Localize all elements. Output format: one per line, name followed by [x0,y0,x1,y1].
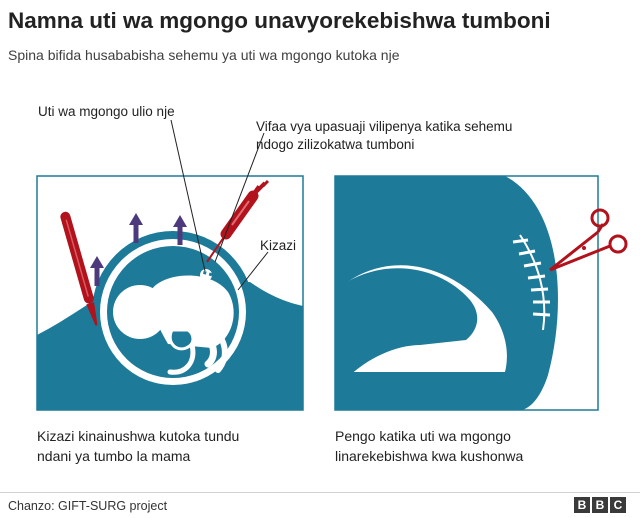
annotation-instruments-line1: Vifaa vya upasuaji vilipenya katika sehe… [256,119,513,134]
bbc-logo-letter-1: B [574,497,590,513]
arrow-up-2 [173,215,187,245]
arrow-up-3 [90,256,104,286]
arrow-up-1 [129,213,143,243]
caption-right-line1: Pengo katika uti wa mgongo [335,428,511,444]
syringe-instrument [206,179,270,263]
left-panel [36,119,304,411]
right-panel [334,175,628,411]
scissors-ring-upper [590,208,610,228]
caption-left-line2: ndani ya tumbo la mama [37,448,191,464]
leader-instruments [214,132,265,263]
leader-spine [170,119,206,272]
caption-right-line2: linarekebishwa kwa kushonwa [335,448,524,464]
footer-divider [0,492,640,493]
scissors-instrument [549,208,628,272]
annotation-uterus: Kizazi [260,238,297,253]
exposed-spine-lesion [200,269,212,281]
bbc-logo-letter-2: B [592,497,608,513]
scissors-ring-lower [608,234,628,254]
annotation-spine-outside: Uti wa mgongo ulio nje [38,104,175,119]
leader-uterus [237,251,269,291]
caption-left-line1: Kizazi kinainushwa kutoka tundu [37,428,240,444]
fetal-leg [335,268,478,380]
surgical-instrument-left [60,211,98,326]
source-credit: Chanzo: GIFT-SURG project [8,499,168,513]
page-subtitle: Spina bifida husababisha sehemu ya uti w… [8,47,400,63]
fetus [113,268,234,375]
bbc-logo-letter-3: C [610,497,626,513]
annotation-instruments-line2: ndogo zilizokatwa tumboni [256,137,415,152]
spinal-sutures [512,234,551,331]
page-title: Namna uti wa mgongo unavyorekebishwa tum… [8,8,551,33]
bbc-logo: B B C [574,497,626,513]
